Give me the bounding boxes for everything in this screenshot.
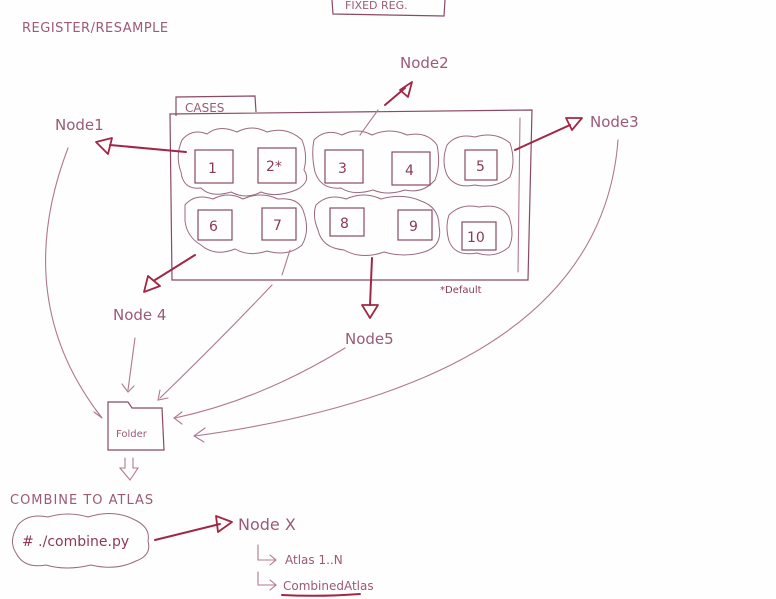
case-7: 7 — [273, 218, 282, 234]
cases-label: CASES — [185, 101, 224, 115]
folder-connectors — [45, 139, 619, 443]
arrowhead-icon — [143, 275, 161, 293]
node-arrows — [95, 81, 583, 541]
case-4: 4 — [405, 163, 414, 179]
case-6: 6 — [209, 219, 218, 235]
group-cloud — [312, 130, 440, 194]
group-cloud — [446, 205, 513, 256]
arrowhead-icon — [215, 515, 233, 533]
case-8: 8 — [340, 216, 349, 232]
command-text: # ./combine.py — [22, 534, 129, 550]
return-arrow-icon — [257, 571, 277, 591]
combine-title: COMBINE TO ATLAS — [10, 493, 154, 508]
fixed-reg-label: FIXED REG. — [345, 0, 408, 12]
underline — [281, 593, 361, 597]
output-combined-atlas: CombinedAtlas — [283, 579, 374, 593]
folder-label: Folder — [116, 429, 148, 440]
output-atlas: Atlas 1..N — [285, 553, 343, 567]
default-note: *Default — [440, 285, 482, 296]
page-title: REGISTER/RESAMPLE — [22, 21, 169, 36]
arrowhead-icon — [95, 137, 113, 155]
group-cloud — [184, 194, 308, 255]
arrowhead-icon — [565, 117, 583, 131]
nodex-label: Node X — [238, 515, 296, 534]
group-cloud — [443, 134, 514, 187]
folder: Folder — [107, 401, 165, 451]
case-5: 5 — [476, 159, 485, 175]
cases-container: CASES — [169, 95, 533, 281]
group-cloud — [313, 194, 441, 256]
case-9: 9 — [409, 219, 418, 235]
arrowhead-icon — [361, 304, 379, 319]
command-cloud: # ./combine.py — [12, 513, 150, 569]
node5-label: Node5 — [345, 330, 394, 348]
case-10: 10 — [467, 230, 485, 246]
case-3: 3 — [338, 161, 347, 177]
node3-label: Node3 — [590, 113, 639, 131]
return-arrow-icon — [257, 544, 277, 566]
case-1: 1 — [208, 161, 217, 177]
node2-label: Node2 — [400, 54, 449, 72]
arrowhead-icon — [399, 81, 413, 98]
node1-label: Node1 — [55, 116, 104, 134]
node4-label: Node 4 — [113, 306, 166, 324]
case-2: 2* — [266, 159, 282, 175]
case-groups — [177, 127, 514, 256]
down-arrow-icon — [118, 457, 140, 481]
group-cloud — [177, 127, 308, 197]
case-boxes: 1 2* 3 4 5 6 7 8 9 10 — [194, 147, 498, 251]
fixed-reg-box: FIXED REG. — [331, 0, 446, 17]
